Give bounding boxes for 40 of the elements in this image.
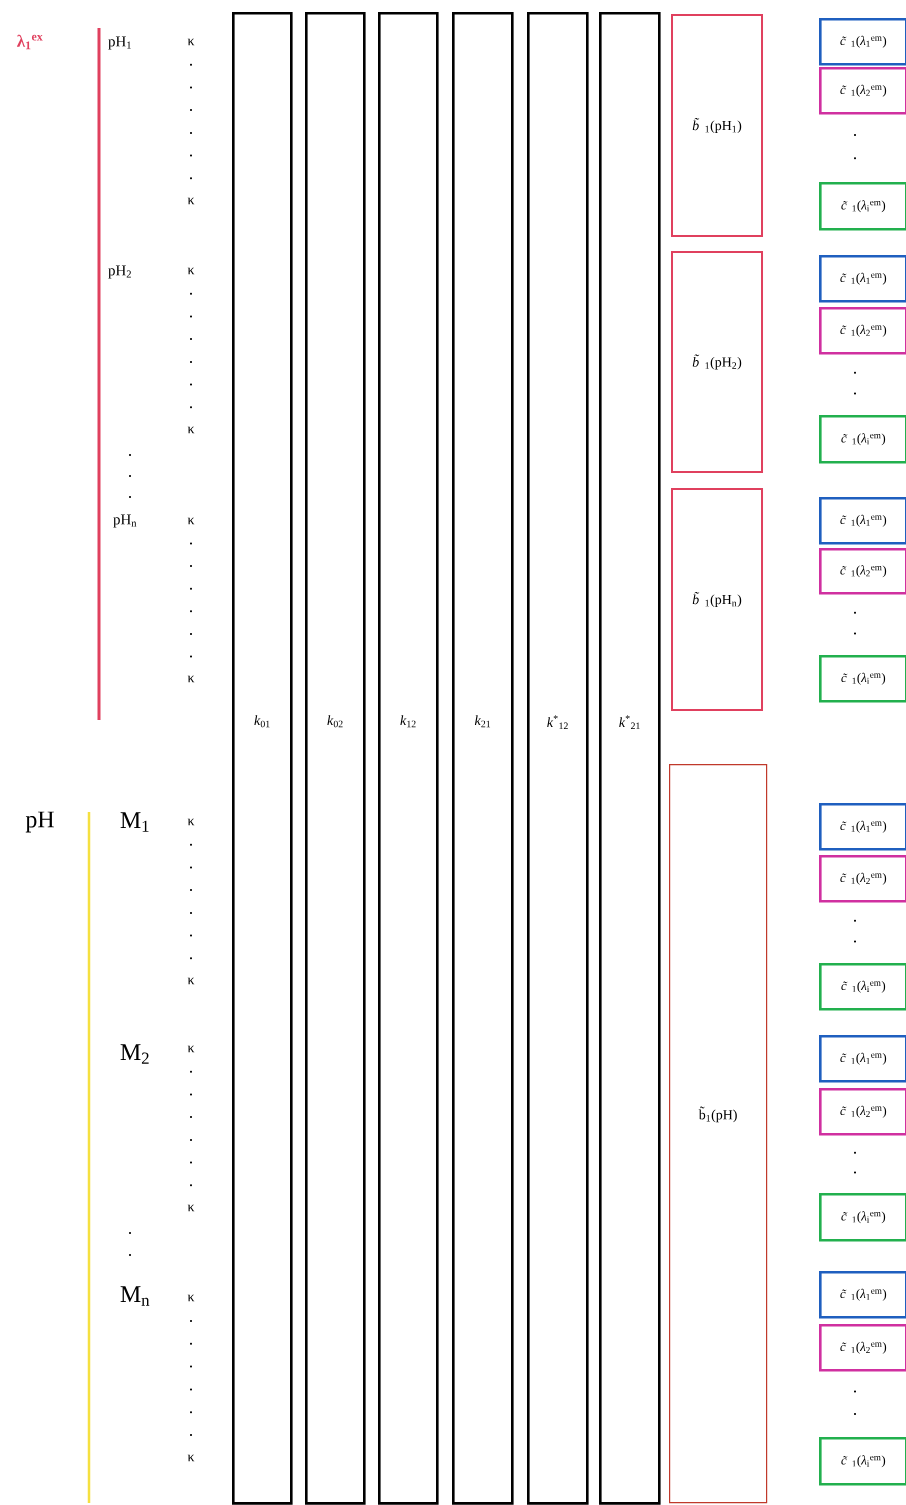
kappa-label: κ bbox=[187, 1204, 195, 1212]
rate-column: k$^{*}$12 bbox=[527, 12, 589, 1505]
emission-box: c̃$_{1}$(λ$_{i}$$^{em}$) bbox=[819, 655, 906, 703]
kappa-label: κ bbox=[187, 1454, 195, 1462]
emission-box: c̃$_{1}$(λ$_{1}$$^{em}$) bbox=[819, 1271, 906, 1319]
kappa-label: κ bbox=[187, 197, 195, 205]
emission-box: c̃$_{1}$(λ$_{i}$$^{em}$) bbox=[819, 1193, 906, 1242]
kappa-label: κ bbox=[187, 38, 195, 46]
emission-box: c̃$_{1}$(λ$_{1}$$^{em}$) bbox=[819, 803, 906, 851]
rate-column: k$_{01}$ bbox=[232, 12, 293, 1505]
kappa-label: κ bbox=[187, 675, 195, 683]
excitation-label: λ$_{1}$ex bbox=[17, 34, 43, 50]
rate-column: k$_{02}$ bbox=[305, 12, 366, 1505]
emission-box: c̃$_{1}$(λ$_{i}$$^{em}$) bbox=[819, 1437, 906, 1486]
rate-column: k$_{21}$ bbox=[452, 12, 514, 1505]
medium-label: M$_{2}$ bbox=[120, 1044, 149, 1064]
rate-column: k$_{12}$ bbox=[378, 12, 439, 1505]
emission-box: c̃$_{1}$(λ$_{2}$$^{em}$) bbox=[819, 855, 906, 903]
kappa-label: κ bbox=[187, 1045, 195, 1053]
emission-box: c̃$_{1}$(λ$_{2}$$^{em}$) bbox=[819, 1088, 906, 1136]
emission-box: c̃$_{1}$(λ$_{2}$$^{em}$) bbox=[819, 1324, 906, 1372]
kappa-label: κ bbox=[187, 267, 195, 275]
emission-box: c̃$_{1}$(λ$_{1}$$^{em}$) bbox=[819, 255, 906, 303]
emission-box: c̃$_{1}$(λ$_{1}$$^{em}$) bbox=[819, 1035, 906, 1083]
emission-box: c̃$_{1}$(λ$_{i}$$^{em}$) bbox=[819, 963, 906, 1011]
emission-box: c̃$_{1}$(λ$_{i}$$^{em}$) bbox=[819, 415, 906, 464]
medium-label: M$_{1}$ bbox=[120, 812, 149, 832]
kappa-label: κ bbox=[187, 1294, 195, 1302]
kappa-label: κ bbox=[187, 426, 195, 434]
rate-column: k$^{*}$21 bbox=[599, 12, 661, 1505]
emission-box: c̃$_{1}$(λ$_{2}$$^{em}$) bbox=[819, 307, 906, 355]
kappa-label: κ bbox=[187, 818, 195, 826]
kappa-label: κ bbox=[187, 977, 195, 985]
emission-box: c̃$_{1}$(λ$_{1}$$^{em}$) bbox=[819, 18, 906, 66]
emission-box: c̃$_{1}$(λ$_{i}$$^{em}$) bbox=[819, 182, 906, 231]
emission-box: c̃$_{1}$(λ$_{2}$$^{em}$) bbox=[819, 67, 906, 115]
medium-label: M$_{n}$ bbox=[120, 1286, 150, 1306]
kappa-label: κ bbox=[187, 517, 195, 525]
emission-box: c̃$_{1}$(λ$_{1}$$^{em}$) bbox=[819, 497, 906, 545]
emission-box: c̃$_{1}$(λ$_{2}$$^{em}$) bbox=[819, 548, 906, 595]
